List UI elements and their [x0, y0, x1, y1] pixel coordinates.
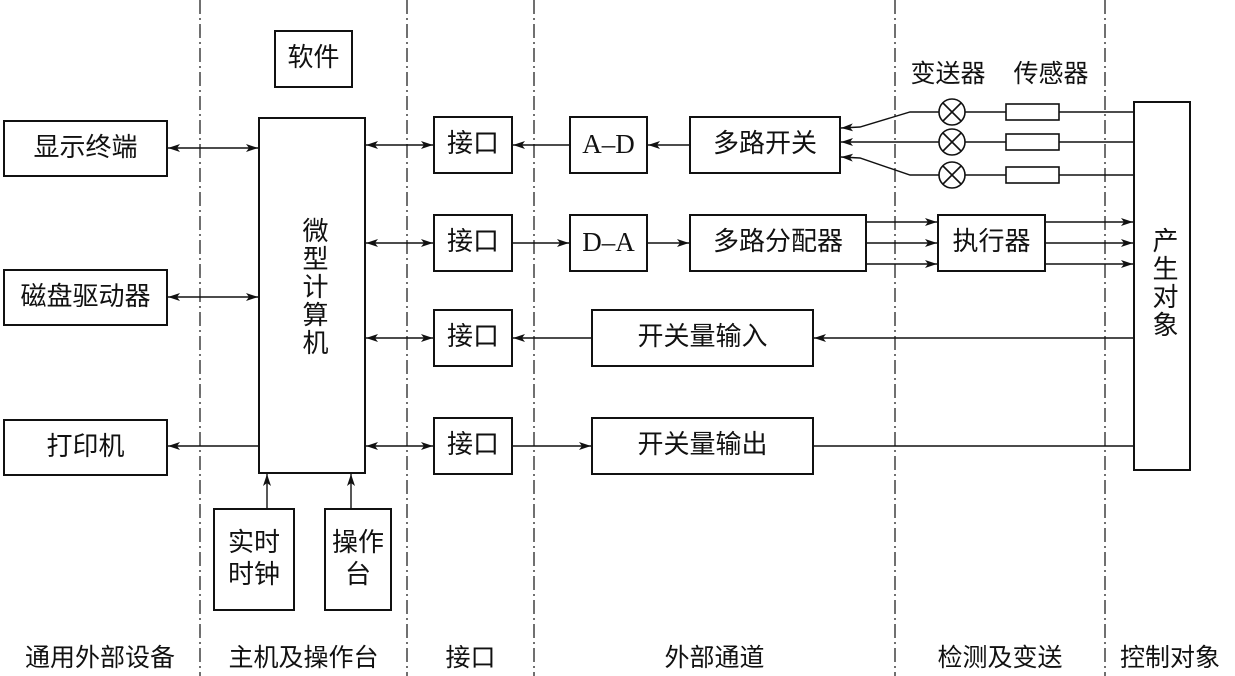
- column-label-host-and-console: 主机及操作台: [228, 643, 379, 672]
- sensor-label: 传感器: [1013, 59, 1089, 88]
- distributor-box: 多路分配器: [689, 214, 867, 272]
- column-label-detection-transmission: 检测及变送: [937, 643, 1063, 672]
- console-box: 操作台: [324, 508, 392, 611]
- interface-box-2: 接口: [433, 214, 513, 272]
- microcomputer-box: 微型计算机: [258, 117, 366, 474]
- sensor-icon: [1005, 166, 1060, 184]
- column-label-external-channel: 外部通道: [664, 643, 765, 672]
- column-label-general-peripherals: 通用外部设备: [24, 643, 175, 672]
- actuator-box: 执行器: [937, 214, 1046, 272]
- transmitter-icon: [938, 128, 966, 156]
- interface-box-3: 接口: [433, 309, 513, 367]
- transmitter-label: 变送器: [910, 59, 986, 88]
- sensor-symbols: [1005, 103, 1060, 184]
- transmitter-icon: [938, 98, 966, 126]
- interface-box-4: 接口: [433, 417, 513, 475]
- software-box: 软件: [274, 30, 353, 88]
- transmitter-icon: [938, 161, 966, 189]
- signal-arrows: [168, 111, 1133, 508]
- realtime-clock-box: 实时时钟: [213, 508, 295, 611]
- process-object-box: 产生对象: [1133, 101, 1191, 471]
- column-label-interface: 接口: [445, 643, 496, 672]
- column-label-control-object: 控制对象: [1119, 643, 1220, 672]
- sensor-icon: [1005, 103, 1060, 121]
- transmitter-symbols: [938, 98, 966, 189]
- disk-drive-box: 磁盘驱动器: [3, 269, 168, 326]
- ad-converter-box: A–D: [569, 116, 648, 174]
- realtime-clock-label: 实时时钟: [227, 528, 280, 590]
- console-label: 操作台: [331, 528, 384, 590]
- digital-output-box: 开关量输出: [591, 417, 814, 475]
- display-terminal-box: 显示终端: [3, 120, 168, 177]
- sensor-icon: [1005, 133, 1060, 151]
- printer-box: 打印机: [3, 419, 168, 476]
- interface-box-1: 接口: [433, 116, 513, 174]
- digital-input-box: 开关量输入: [591, 309, 814, 367]
- da-converter-box: D–A: [569, 214, 648, 272]
- multiplexer-box: 多路开关: [689, 116, 841, 174]
